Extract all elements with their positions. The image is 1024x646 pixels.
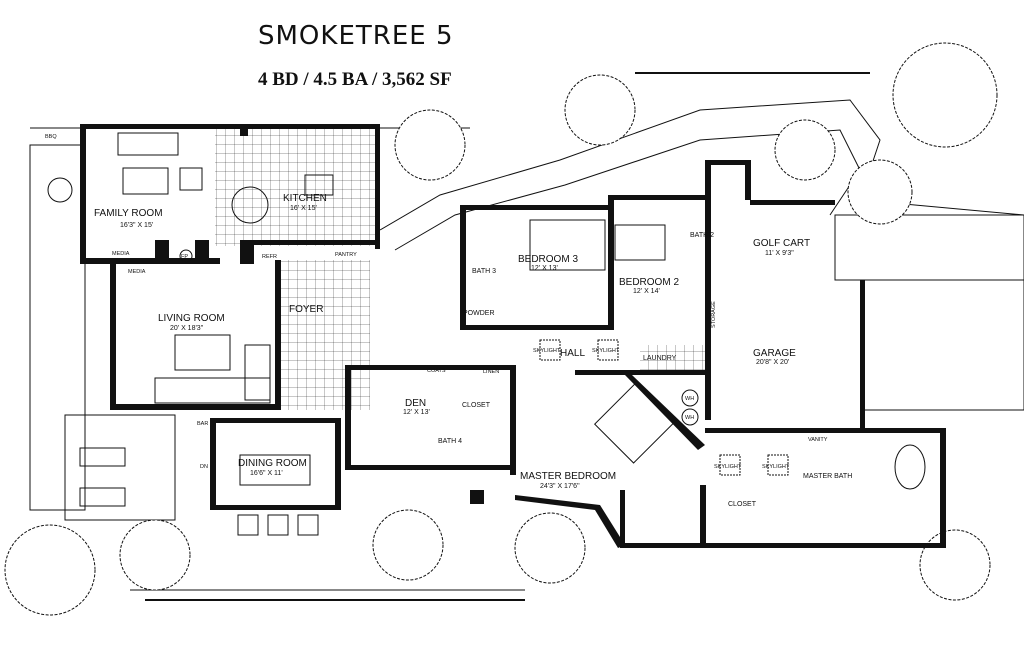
fp-label: FP: [181, 254, 188, 260]
bedroom3-label: BEDROOM 3: [518, 254, 578, 265]
den-label: DEN: [405, 398, 426, 409]
stairs-down-label: DN: [200, 464, 208, 470]
foyer-tile-floor: [280, 260, 370, 410]
skylight-label-3: SKYLIGHT: [714, 464, 742, 470]
water-heater-label-1: WH: [685, 396, 694, 402]
landscape-trees: [4, 42, 998, 616]
bedroom2-dims: 12' X 14': [633, 288, 660, 295]
powder-label: POWDER: [463, 310, 495, 317]
kitchen-dims: 16' X 15': [290, 205, 317, 212]
walls: [80, 124, 946, 548]
kitchen-tile-floor: [215, 128, 375, 246]
garage-dims: 20'8" X 20': [756, 359, 789, 366]
site-lines: [29, 72, 1024, 601]
garage-label: GARAGE: [753, 348, 796, 359]
family-room-label: FAMILY ROOM: [94, 208, 163, 219]
bedroom3-dims: 12' X 13': [531, 265, 558, 272]
plan-title: SMOKETREE 5: [258, 21, 454, 51]
den-dims: 12' X 13': [403, 409, 430, 416]
refr-label: REFR: [262, 254, 277, 260]
golf-cart-dims: 11' X 9'3": [765, 250, 794, 257]
hall-label: HALL: [560, 348, 585, 359]
coats-label: COATS: [427, 368, 446, 374]
water-heater-label-2: WH: [685, 415, 694, 421]
foyer-label: FOYER: [289, 304, 323, 315]
laundry-label: LAUNDRY: [643, 355, 677, 362]
laundry-tile-floor: [640, 345, 705, 373]
fireplace-icon: [179, 249, 193, 263]
golf-cart-label: GOLF CART: [753, 238, 810, 249]
kitchen-label: KITCHEN: [283, 193, 327, 204]
vanity-label: VANITY: [808, 437, 828, 443]
bath4-label: BATH 4: [438, 438, 462, 445]
pantry-label: PANTRY: [335, 252, 357, 258]
bar-label: BAR: [197, 421, 208, 427]
dining-room-label: DINING ROOM: [238, 458, 307, 469]
living-room-label: LIVING ROOM: [158, 313, 225, 324]
living-room-dims: 20' X 18'3": [170, 325, 204, 332]
furniture: [47, 132, 926, 536]
bath2-label: BATH 2: [690, 232, 714, 239]
master-bedroom-dims: 24'3" X 17'6": [540, 483, 580, 490]
storage-label: STORAGE: [711, 301, 717, 328]
dining-room-dims: 16'6" X 11': [250, 470, 283, 477]
skylight-label-1: SKYLIGHT: [533, 348, 561, 354]
media-label-2: MEDIA: [128, 269, 146, 275]
bedroom2-label: BEDROOM 2: [619, 277, 679, 288]
master-bath-label: MASTER BATH: [803, 473, 852, 480]
skylight-label-4: SKYLIGHT: [762, 464, 790, 470]
master-closet-label: CLOSET: [728, 501, 757, 508]
bbq-label: BBQ: [45, 134, 57, 140]
linen-label: LINEN: [483, 369, 499, 375]
family-room-dims: 16'3" X 15': [120, 222, 153, 229]
media-label: MEDIA: [112, 251, 130, 257]
master-bedroom-label: MASTER BEDROOM: [520, 471, 616, 482]
den-closet-label: CLOSET: [462, 402, 491, 409]
fixture-labels: BBQ MEDIA MEDIA FP REFR PANTRY COATS LIN…: [45, 134, 828, 470]
room-labels: FAMILY ROOM 16'3" X 15' KITCHEN 16' X 15…: [94, 193, 852, 508]
skylight-label-2: SKYLIGHT: [592, 348, 620, 354]
plan-subtitle: 4 BD / 4.5 BA / 3,562 SF: [258, 69, 452, 90]
bath3-label: BATH 3: [472, 268, 496, 275]
